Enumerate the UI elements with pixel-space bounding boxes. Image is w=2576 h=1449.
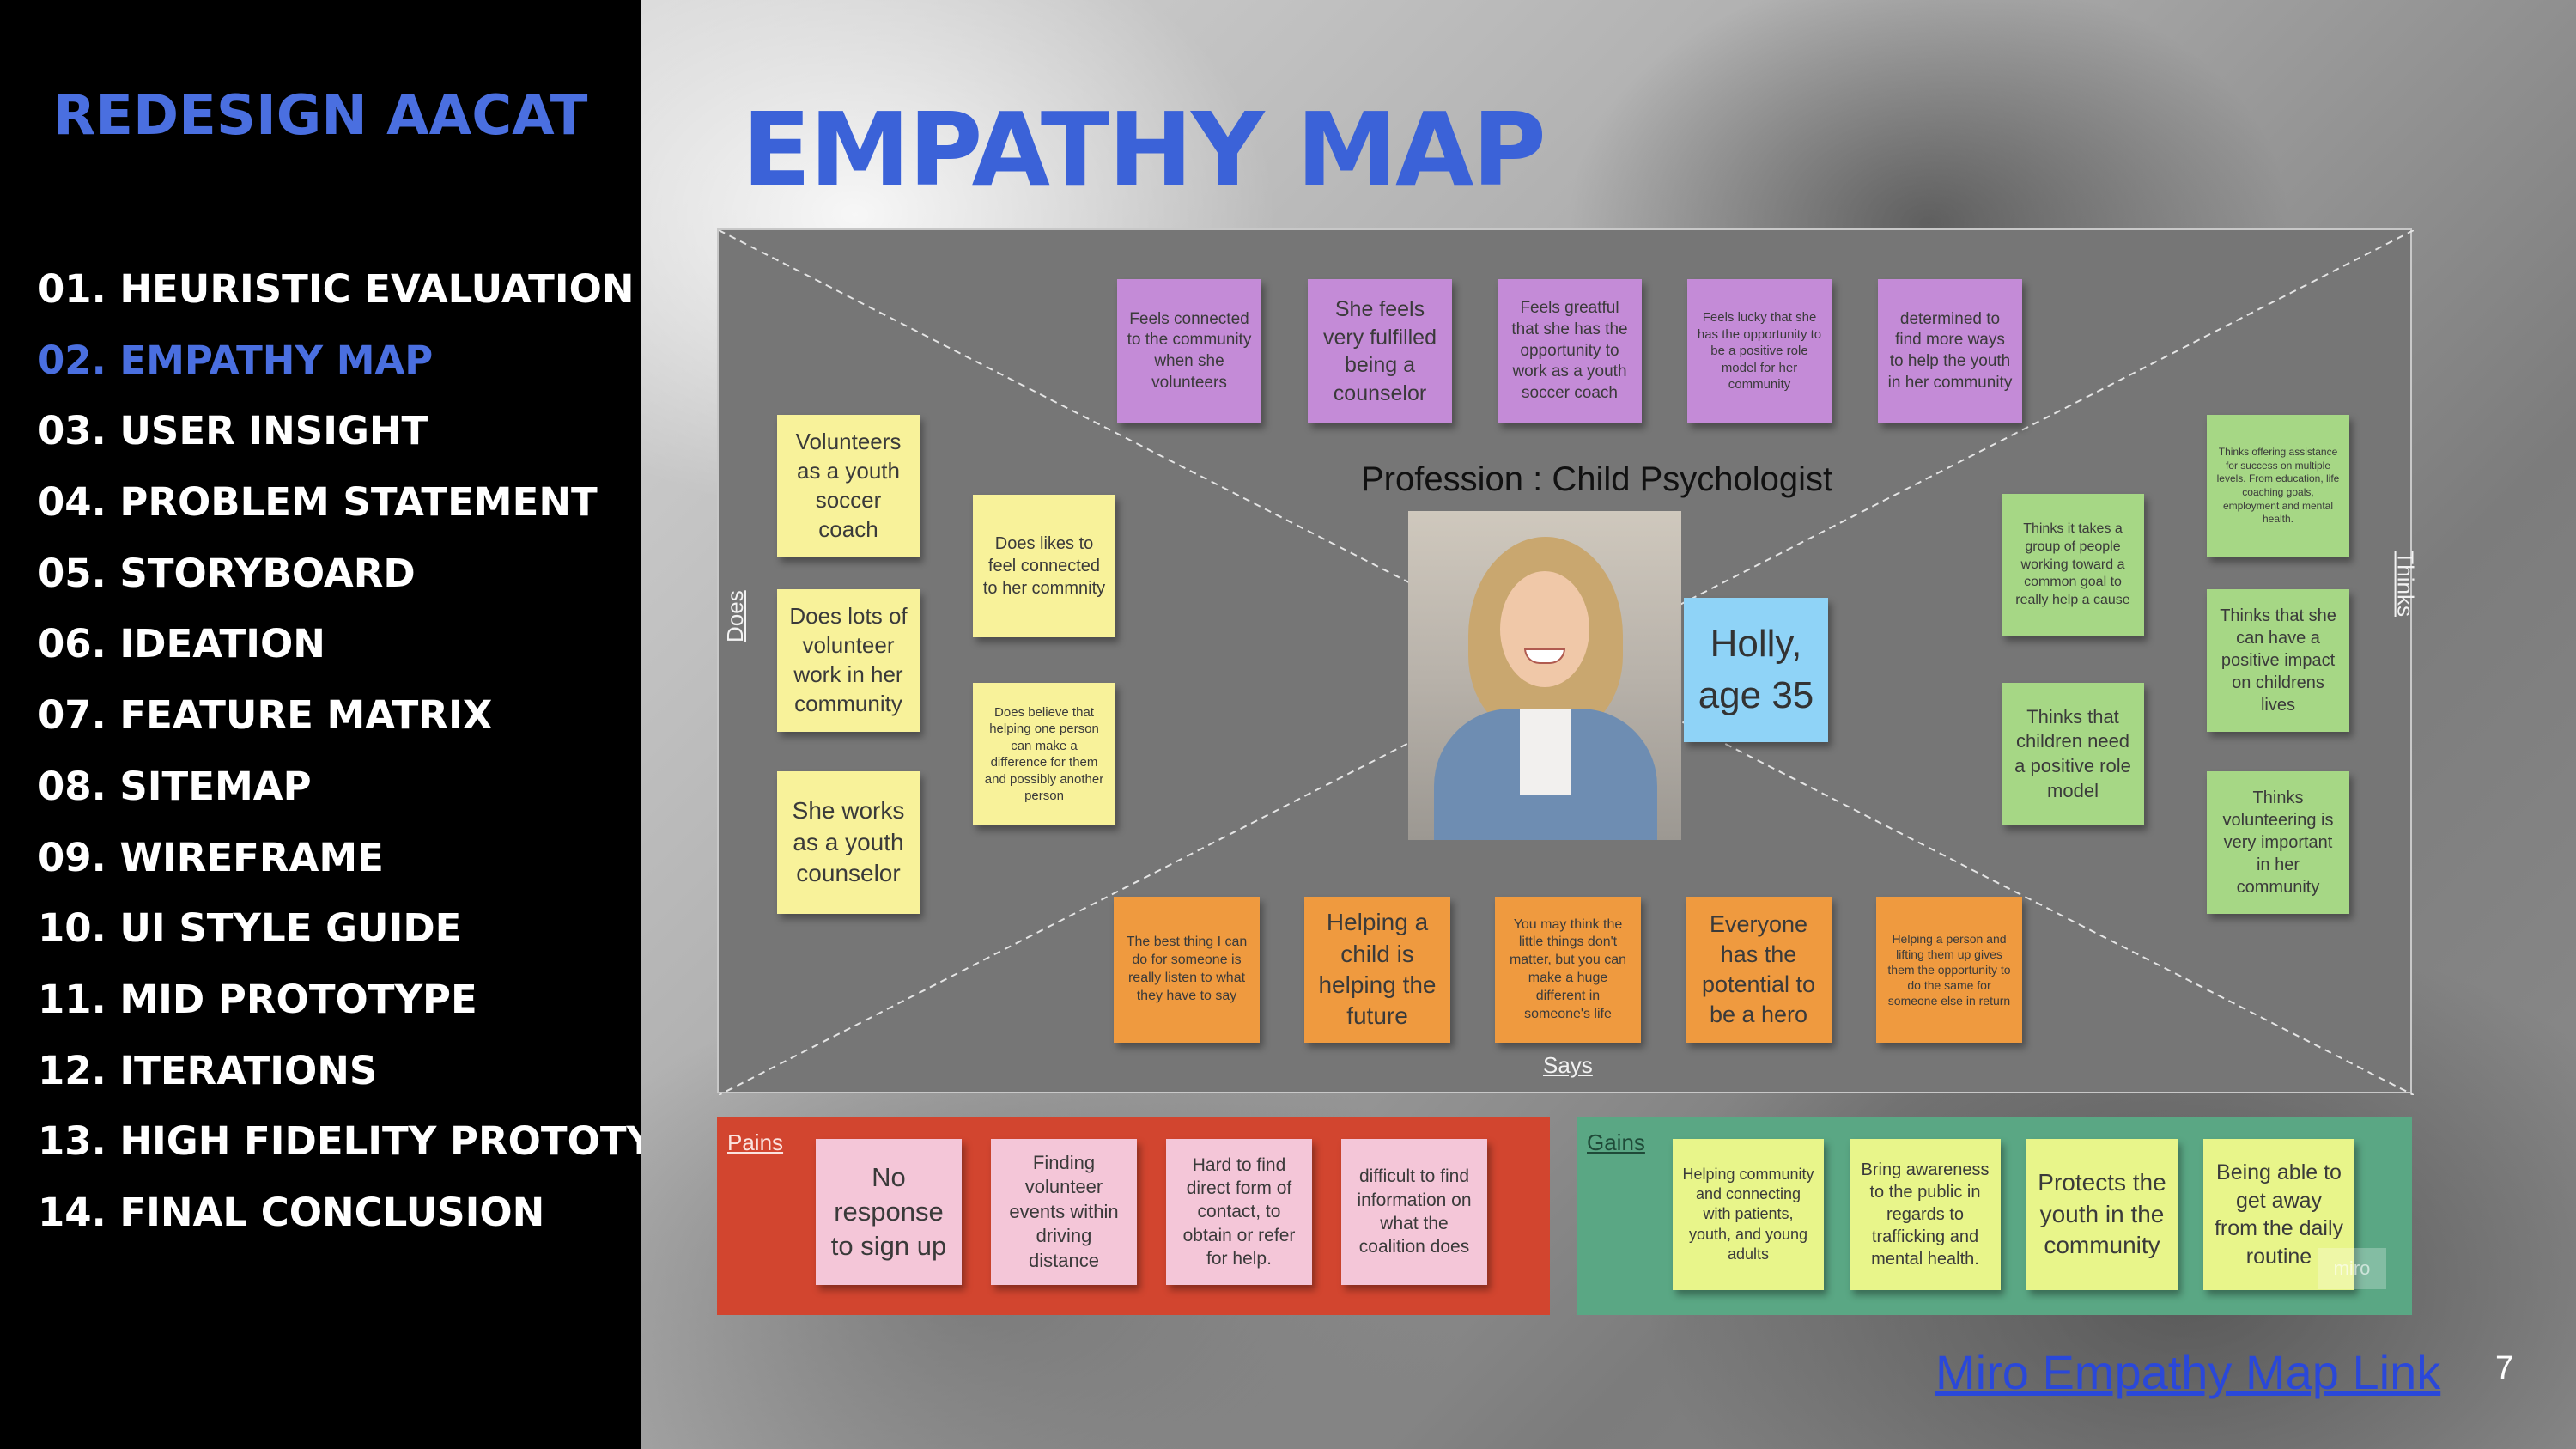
brand-title: REDESIGN AACAT [53,84,588,148]
nav-item-sitemap[interactable]: 08. SITEMAP [38,763,312,809]
nav-item-high-fidelity-prototype[interactable]: 13. HIGH FIDELITY PROTOTYPE [38,1118,709,1165]
sticky-note-does[interactable]: She works as a youth counselor [777,771,920,914]
sticky-note-says[interactable]: Helping a child is helping the future [1304,897,1450,1043]
nav-item-empathy-map[interactable]: 02. EMPATHY MAP [38,337,434,383]
sticky-note-pain[interactable]: difficult to find information on what th… [1341,1139,1487,1285]
sticky-note-thinks[interactable]: Thinks that she can have a positive impa… [2207,589,2349,732]
sticky-note-pain[interactable]: No response to sign up [816,1139,962,1285]
nav-item-user-insight[interactable]: 03. USER INSIGHT [38,408,428,454]
sticky-note-thinks[interactable]: Thinks volunteering is very important in… [2207,771,2349,914]
page-number: 7 [2495,1350,2514,1386]
nav-item-iterations[interactable]: 12. ITERATIONS [38,1047,378,1093]
sticky-note-gain[interactable]: Protects the youth in the community [2026,1139,2178,1290]
nav-item-ui-style-guide[interactable]: 10. UI STYLE GUIDE [38,905,462,952]
nav-item-problem-statement[interactable]: 04. PROBLEM STATEMENT [38,479,598,526]
sticky-note-thinks[interactable]: Thinks it takes a group of people workin… [2002,494,2144,636]
sidebar: REDESIGN AACAT 01. HEURISTIC EVALUATION … [0,0,709,1449]
sticky-note-does[interactable]: Volunteers as a youth soccer coach [777,415,920,557]
sticky-note-says[interactable]: Everyone has the potential to be a hero [1686,897,1832,1043]
quadrant-label-thinks: Thinks [2393,551,2419,617]
sticky-note-gain[interactable]: Bring awareness to the public in regards… [1850,1139,2001,1290]
page-title: EMPATHY MAP [742,90,1546,209]
sticky-note-feels[interactable]: Feels connected to the community when sh… [1117,279,1261,423]
sticky-note-gain[interactable]: Helping community and connecting with pa… [1673,1139,1824,1290]
empathy-map-board: Does Thinks Says Profession : Child Psyc… [717,228,2419,1095]
miro-link[interactable]: Miro Empathy Map Link [1935,1345,2441,1399]
nav-item-wireframe[interactable]: 09. WIREFRAME [38,834,384,880]
sticky-note-does[interactable]: Does lots of volunteer work in her commu… [777,589,920,732]
gains-panel: Gains Helping community and connecting w… [1577,1117,2412,1315]
persona-photo [1408,511,1681,840]
sticky-note-thinks[interactable]: Thinks offering assistance for success o… [2207,415,2349,557]
sticky-note-says[interactable]: You may think the little things don't ma… [1495,897,1641,1043]
sticky-note-does[interactable]: Does likes to feel connected to her comm… [973,495,1115,637]
miro-watermark: miro [2318,1248,2386,1289]
pains-panel: Pains No response to sign up Finding vol… [717,1117,1550,1315]
sticky-note-feels[interactable]: Feels greatful that she has the opportun… [1498,279,1642,423]
nav-item-storyboard[interactable]: 05. STORYBOARD [38,550,416,596]
profession-label: Profession : Child Psychologist [1361,460,1833,498]
sticky-note-says[interactable]: The best thing I can do for someone is r… [1114,897,1260,1043]
sticky-note-gain[interactable]: Being able to get away from the daily ro… [2203,1139,2354,1290]
sidebar-nav: 01. HEURISTIC EVALUATION 02. EMPATHY MAP… [38,262,709,1257]
sticky-note-feels[interactable]: determined to find more ways to help the… [1878,279,2022,423]
pains-label: Pains [727,1129,784,1155]
quadrant-label-says: Says [1543,1052,1593,1078]
sticky-note-feels[interactable]: Feels lucky that she has the opportunity… [1687,279,1832,423]
nav-item-mid-prototype[interactable]: 11. MID PROTOTYPE [38,976,477,1022]
sticky-note-says[interactable]: Helping a person and lifting them up giv… [1876,897,2022,1043]
quadrant-label-does: Does [722,590,748,642]
sticky-note-does[interactable]: Does believe that helping one person can… [973,683,1115,825]
gains-label: Gains [1587,1129,1645,1155]
sticky-note-pain[interactable]: Hard to find direct form of contact, to … [1166,1139,1312,1285]
nav-item-final-conclusion[interactable]: 14. FINAL CONCLUSION [38,1189,545,1235]
nav-item-ideation[interactable]: 06. IDEATION [38,621,325,667]
sticky-note-pain[interactable]: Finding volunteer events within driving … [991,1139,1137,1285]
nav-item-heuristic-evaluation[interactable]: 01. HEURISTIC EVALUATION [38,266,635,312]
persona-name-note[interactable]: Holly, age 35 [1684,598,1828,742]
sticky-note-feels[interactable]: She feels very fulfilled being a counsel… [1308,279,1452,423]
sticky-note-thinks[interactable]: Thinks that children need a positive rol… [2002,683,2144,825]
nav-item-feature-matrix[interactable]: 07. FEATURE MATRIX [38,692,493,739]
